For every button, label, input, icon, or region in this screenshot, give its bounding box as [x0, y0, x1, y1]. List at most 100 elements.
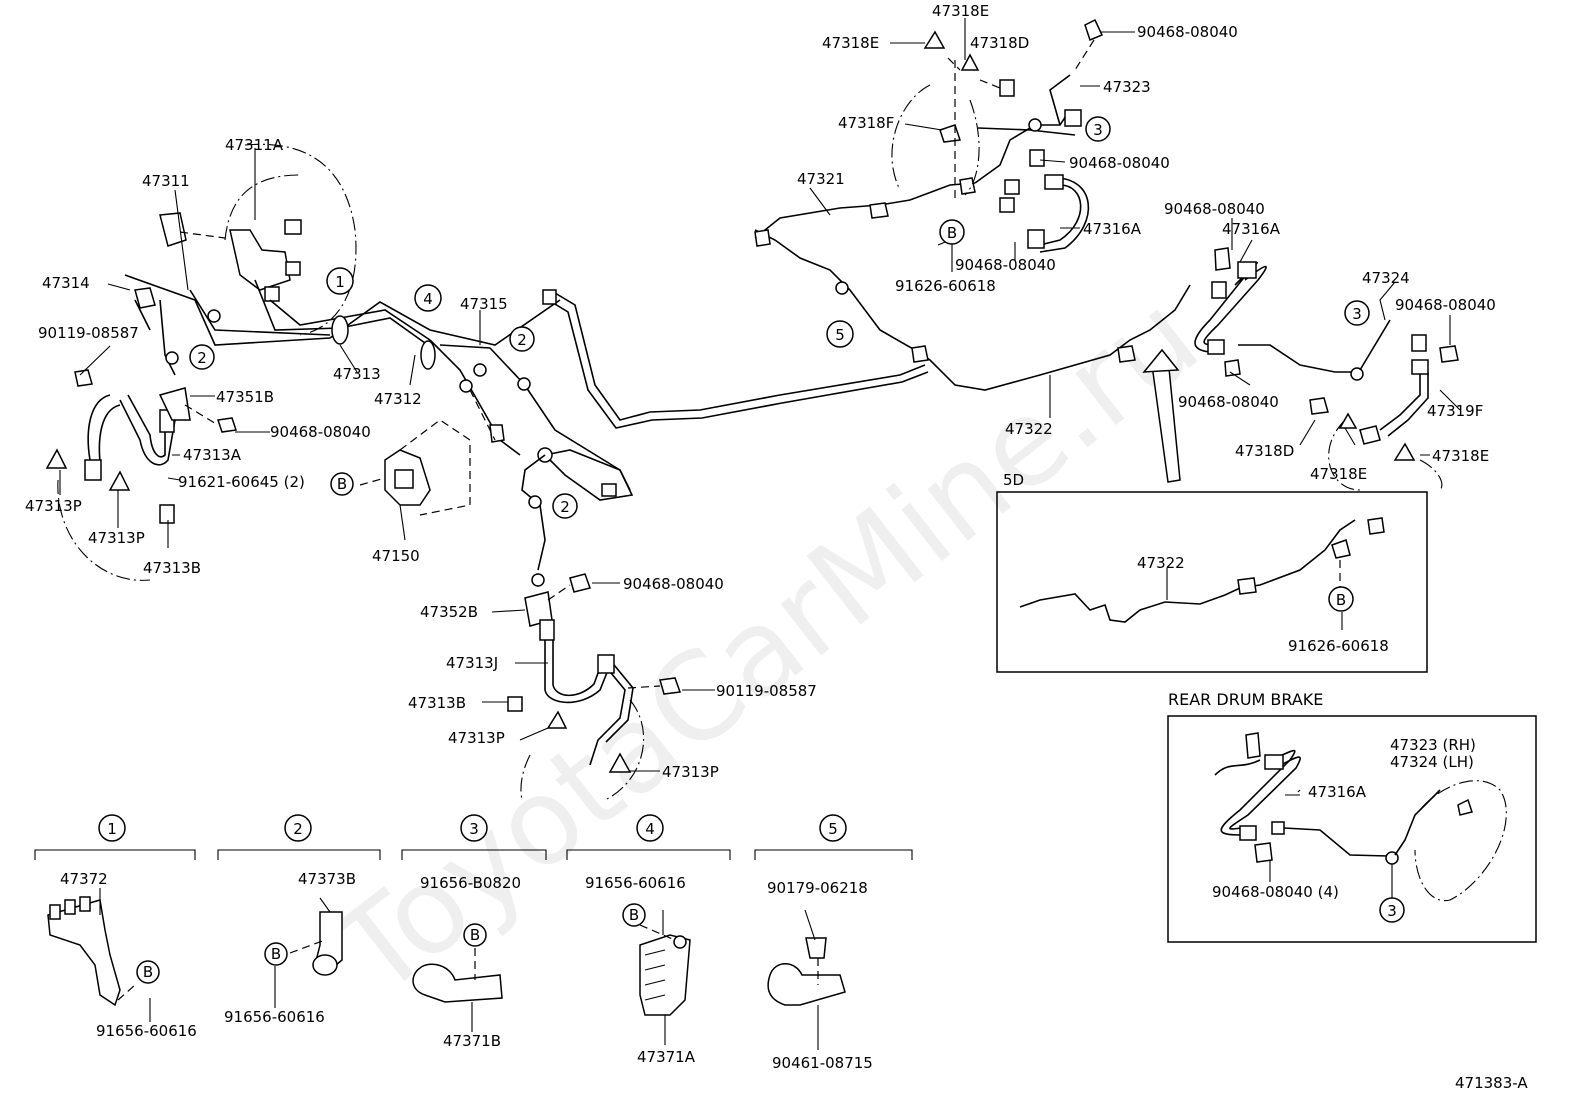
- bolt-47313B: [159, 504, 175, 524]
- callout-b: B: [337, 475, 347, 493]
- label-47318F: 47318F: [838, 114, 894, 132]
- pipe-clamp: [420, 340, 436, 370]
- label-47315: 47315: [460, 295, 508, 313]
- label-47313P: 47313P: [25, 497, 82, 515]
- inset-pipe-47322: [1019, 519, 1356, 623]
- inset-rear-lh: 47324 (LH): [1390, 753, 1474, 771]
- detail-3-top: 91656-B0820: [420, 874, 521, 892]
- bolt-47313B: [507, 696, 523, 712]
- detail-5-part: 90461-08715: [772, 1054, 873, 1072]
- callout-b: B: [271, 945, 281, 963]
- flex-hose-47313J: [544, 640, 611, 704]
- flex-hose-47313A: [119, 399, 176, 466]
- front-right-pipe: [521, 454, 546, 571]
- label-47352B: 47352B: [420, 603, 478, 621]
- bolt-90119: [74, 369, 93, 387]
- detail-5-top: 90179-06218: [767, 879, 868, 897]
- label-47311A: 47311A: [225, 136, 284, 154]
- inset-rear-hose: 47316A: [1308, 783, 1367, 801]
- bolt-90119: [659, 677, 682, 695]
- callout-2: 2: [197, 349, 207, 367]
- label-90119-08587: 90119-08587: [716, 682, 817, 700]
- label-47351B: 47351B: [216, 388, 274, 406]
- detail-3-part: 47371B: [443, 1032, 501, 1050]
- label-47318E: 47318E: [822, 34, 879, 52]
- inset-rear-rh: 47323 (RH): [1390, 736, 1476, 754]
- clamp-90461-08715: [767, 963, 846, 1006]
- label-47318E: 47318E: [932, 2, 989, 20]
- label-47318D: 47318D: [1235, 442, 1294, 460]
- label-90468-08040: 90468-08040: [1069, 154, 1170, 172]
- detail-4-top: 91656-60616: [585, 874, 686, 892]
- detail-callout-5: 5: [828, 820, 838, 838]
- detail-1-part: 47372: [60, 870, 108, 888]
- inset-rear-clip: 90468-08040 (4): [1212, 883, 1339, 901]
- detail-1-clip: 91656-60616: [96, 1022, 197, 1040]
- callout-1: 1: [335, 273, 345, 291]
- label-47324: 47324: [1362, 269, 1410, 287]
- label-47313A: 47313A: [183, 446, 242, 464]
- watermark: ToyotaCarMine.ru: [311, 268, 1223, 1024]
- callout-3: 3: [1352, 305, 1362, 323]
- label-90468-08040: 90468-08040: [1395, 296, 1496, 314]
- label-47313P: 47313P: [448, 729, 505, 747]
- detail-callout-4: 4: [645, 820, 655, 838]
- label-47313B: 47313B: [408, 694, 466, 712]
- label-91626-60618: 91626-60618: [895, 277, 996, 295]
- callout-3: 3: [1387, 902, 1397, 920]
- callout-2: 2: [517, 331, 527, 349]
- hose-47316A: [1039, 184, 1082, 246]
- inset-5d-title: 5D: [1003, 471, 1024, 489]
- callout-3: 3: [1093, 121, 1103, 139]
- pipe-clamp: [331, 315, 349, 345]
- label-47312: 47312: [374, 390, 422, 408]
- inset-rear-title: REAR DRUM BRAKE: [1168, 690, 1323, 709]
- label-47319F: 47319F: [1427, 402, 1483, 420]
- label-90468-08040: 90468-08040: [1178, 393, 1279, 411]
- detail-2-clip: 91656-60616: [224, 1008, 325, 1026]
- callout-2: 2: [560, 498, 570, 516]
- callout-5: 5: [835, 326, 845, 344]
- front-right-hose: [507, 573, 682, 801]
- detail-4-part: 47371A: [637, 1048, 696, 1066]
- clamp-47372: [47, 899, 121, 1007]
- brake-pipe-47314: [124, 274, 561, 346]
- rear-pipes: [754, 18, 1459, 491]
- diagram-code: 471383-A: [1455, 1074, 1528, 1092]
- brake-booster-outline: [244, 143, 357, 336]
- callout-b: B: [629, 906, 639, 924]
- brake-pipe-47324: [1238, 344, 1355, 373]
- label-47316A: 47316A: [1222, 220, 1281, 238]
- inset-hose-47316A: [1220, 749, 1296, 836]
- callouts: 1 2 4 2 2 5 3 3 3 B B B B B B B 1 2: [98, 116, 1405, 984]
- detail-callout-1: 1: [107, 820, 117, 838]
- clip-47313P: [45, 448, 68, 469]
- bolt-90179: [805, 937, 827, 959]
- inset-5d-part: 47322: [1137, 554, 1185, 572]
- label-90119-08587: 90119-08587: [38, 324, 139, 342]
- hose-47319F: [1379, 370, 1421, 431]
- clip-47313P: [108, 470, 131, 491]
- label-47313P: 47313P: [662, 763, 719, 781]
- label-47318D: 47318D: [970, 34, 1029, 52]
- label-47323: 47323: [1103, 78, 1151, 96]
- detail-brackets: [34, 849, 913, 1016]
- label-47313J: 47313J: [446, 654, 498, 672]
- master-cylinder-area: [124, 143, 929, 587]
- label-47313B: 47313B: [143, 559, 201, 577]
- label-47322: 47322: [1005, 420, 1053, 438]
- clamp-47371B: [412, 963, 503, 1003]
- label-47316A: 47316A: [1083, 220, 1142, 238]
- bracket-47351B: [158, 387, 191, 421]
- detail-callout-2: 2: [293, 820, 303, 838]
- label-47150: 47150: [372, 547, 420, 565]
- bracket-plate: [544, 449, 634, 501]
- callout-b: B: [470, 926, 480, 944]
- callout-4: 4: [423, 290, 433, 308]
- clamp-47371A: [639, 934, 691, 1016]
- label-47313P: 47313P: [88, 529, 145, 547]
- brake-pipe-47322: [754, 229, 1191, 391]
- master-cylinder: [229, 229, 291, 291]
